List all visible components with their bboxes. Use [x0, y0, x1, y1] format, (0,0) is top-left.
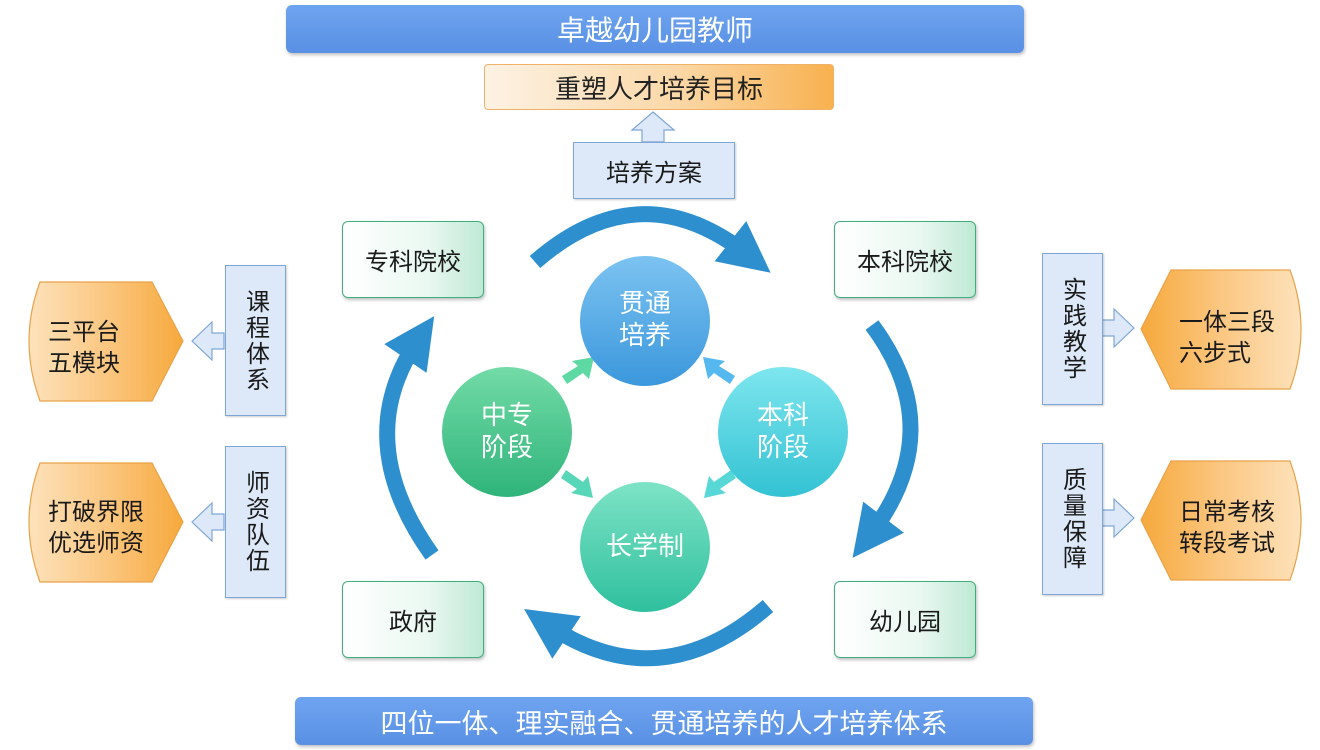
- practice-teaching-box: 实践教学: [1042, 253, 1103, 405]
- arrow-practice-to-result: [1101, 307, 1135, 349]
- practice-teaching-label: 实践教学: [1058, 277, 1087, 381]
- institution-kindergarten: 幼儿园: [834, 581, 976, 658]
- cycle-arrow-right: [852, 320, 919, 558]
- cycle-arrow-top: [529, 206, 771, 273]
- institution-college-label: 专科院校: [365, 248, 461, 276]
- arrow-faculty-to-result: [191, 501, 225, 543]
- orange-shape-quality: [1140, 460, 1302, 581]
- quality-assurance-label: 质量保障: [1058, 467, 1087, 571]
- arrow-quality-to-result: [1101, 497, 1135, 539]
- arrow-right-to-top: [703, 357, 735, 384]
- institution-university: 本科院校: [834, 221, 976, 298]
- circle-secondary-stage: [442, 367, 572, 497]
- institution-government-label: 政府: [389, 608, 437, 636]
- orange-shape-practice: [1140, 269, 1302, 390]
- bottom-banner-text: 四位一体、理实融合、贯通培养的人才培养体系: [380, 708, 948, 740]
- bottom-banner: 四位一体、理实融合、贯通培养的人才培养体系: [295, 697, 1033, 745]
- arrow-left-to-top: [562, 357, 594, 384]
- faculty-team-box: 师资队伍: [225, 446, 286, 598]
- top-banner-text: 卓越幼儿园教师: [556, 14, 753, 47]
- cycle-arrows: [379, 206, 919, 667]
- institution-government: 政府: [342, 581, 484, 658]
- plan-text: 培养方案: [606, 159, 702, 187]
- arrow-right-to-bottom: [704, 470, 736, 498]
- quality-assurance-box: 质量保障: [1042, 443, 1103, 595]
- cycle-arrow-bottom: [524, 599, 774, 667]
- top-banner: 卓越幼儿园教师: [286, 5, 1024, 53]
- inner-arrows: [561, 357, 736, 498]
- circle-integrated-training: [580, 256, 710, 386]
- circle-long-program: [580, 482, 710, 612]
- curriculum-system-box: 课程体系: [225, 265, 286, 416]
- institution-college: 专科院校: [342, 221, 484, 298]
- orange-shape-platform: [28, 281, 184, 402]
- faculty-team-label: 师资队伍: [241, 470, 270, 574]
- center-circles: [442, 256, 848, 612]
- institution-kindergarten-label: 幼儿园: [869, 608, 941, 636]
- up-arrow-plan-to-goal: [630, 111, 676, 143]
- arrow-curriculum-to-result: [191, 320, 225, 362]
- orange-shape-faculty: [28, 462, 184, 583]
- institution-university-label: 本科院校: [857, 248, 953, 276]
- plan-box: 培养方案: [573, 142, 735, 199]
- cycle-arrow-left: [379, 316, 439, 560]
- goal-text: 重塑人才培养目标: [554, 74, 763, 105]
- circle-undergraduate-stage: [718, 367, 848, 497]
- goal-box: 重塑人才培养目标: [484, 64, 834, 110]
- arrow-left-to-bottom: [561, 470, 593, 498]
- curriculum-system-label: 课程体系: [241, 288, 270, 393]
